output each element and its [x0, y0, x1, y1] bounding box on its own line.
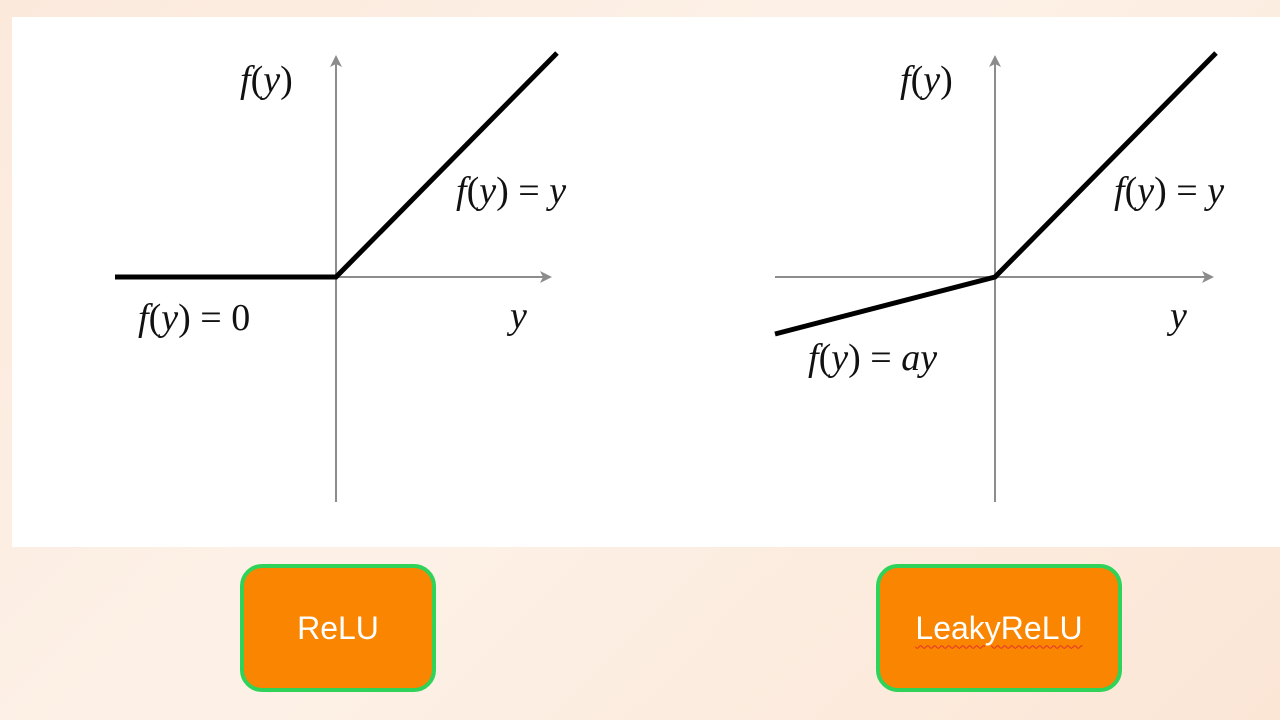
- relu-positive-formula: f(y) = y: [456, 170, 566, 212]
- relu-curve: [115, 51, 559, 280]
- relu-label-box[interactable]: ReLU: [240, 564, 436, 692]
- relu-plot: f(y) f(y) = y f(y) = 0 y: [115, 51, 566, 502]
- leakyrelu-label: LeakyReLU: [915, 609, 1083, 646]
- relu-negative-formula: f(y) = 0: [138, 297, 250, 339]
- diagram-panel: [12, 17, 1280, 547]
- relu-label: ReLU: [297, 609, 379, 646]
- leaky-curve: [774, 51, 1218, 337]
- leaky-y-axis-label: f(y): [900, 59, 953, 101]
- relu-x-axis-label: y: [506, 295, 527, 337]
- leaky-x-axis-label: y: [1166, 295, 1187, 337]
- leaky-negative-formula: f(y) = ay: [808, 337, 937, 379]
- leakyrelu-label-box[interactable]: LeakyReLU: [876, 564, 1122, 692]
- leaky-plot: f(y) f(y) = y f(y) = ay y: [774, 51, 1224, 502]
- leaky-positive-formula: f(y) = y: [1114, 170, 1224, 212]
- relu-y-axis-label: f(y): [240, 59, 293, 101]
